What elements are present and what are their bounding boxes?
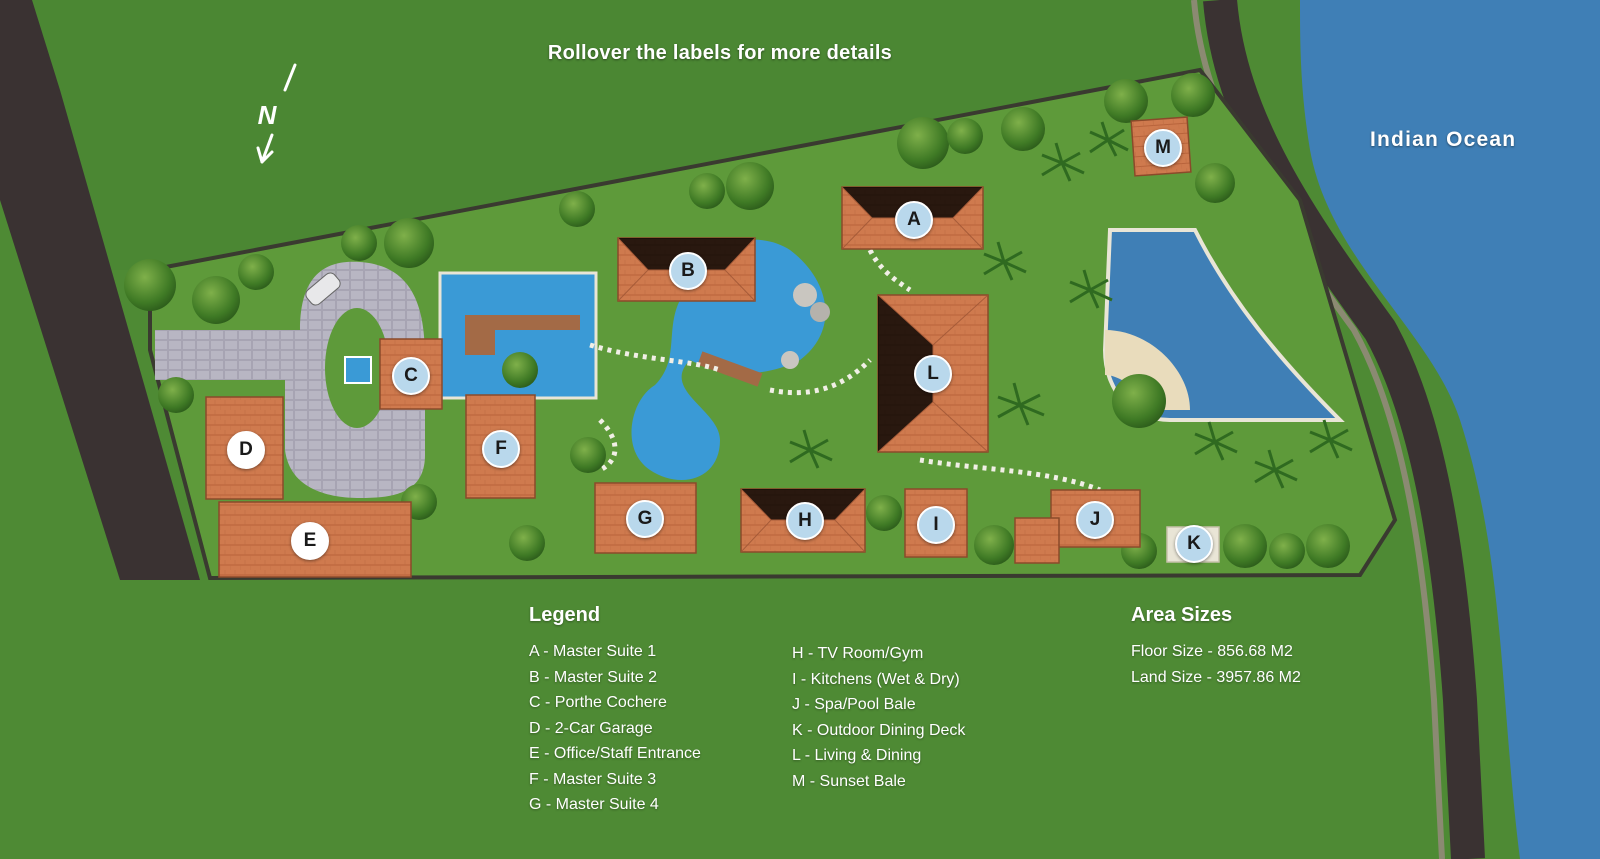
ocean bbox=[1300, 0, 1600, 859]
marker-g[interactable]: G bbox=[626, 500, 664, 538]
area-sizes-title: Area Sizes bbox=[1131, 604, 1233, 626]
building-j-annex bbox=[1014, 517, 1060, 564]
marker-e[interactable]: E bbox=[291, 522, 329, 560]
north-arrow bbox=[256, 63, 297, 164]
palm-trees bbox=[789, 121, 1353, 489]
marker-d[interactable]: D bbox=[227, 431, 265, 469]
marker-j[interactable]: J bbox=[1076, 501, 1114, 539]
legend-item: M - Sunset Bale bbox=[792, 772, 906, 790]
area-sizes-list: Floor Size - 856.68 M2 Land Size - 3957.… bbox=[1131, 639, 1301, 690]
legend-item: G - Master Suite 4 bbox=[529, 796, 659, 813]
left-road bbox=[0, 0, 200, 580]
legend-item: D - 2-Car Garage bbox=[529, 719, 653, 737]
trees bbox=[124, 73, 1350, 569]
legend-item: E - Office/Staff Entrance bbox=[529, 745, 701, 762]
area-sizes: Area Sizes Floor Size - 856.68 M2 Land S… bbox=[1131, 604, 1301, 690]
ocean-label: Indian Ocean bbox=[1370, 128, 1517, 151]
marker-b[interactable]: B bbox=[669, 252, 707, 290]
coastal-road bbox=[1203, 0, 1485, 859]
marker-h[interactable]: H bbox=[786, 502, 824, 540]
legend-item: H - TV Room/Gym bbox=[792, 645, 924, 662]
legend-item: I - Kitchens (Wet & Dry) bbox=[792, 670, 960, 688]
legend-item: L - Living & Dining bbox=[792, 747, 922, 764]
area-item-land: Land Size - 3957.86 M2 bbox=[1131, 668, 1301, 686]
marker-l[interactable]: L bbox=[914, 355, 952, 393]
legend-column-2: H - TV Room/Gym I - Kitchens (Wet & Dry)… bbox=[792, 641, 965, 794]
marker-f[interactable]: F bbox=[482, 430, 520, 468]
marker-c[interactable]: C bbox=[392, 357, 430, 395]
legend: Legend A - Master Suite 1 B - Master Sui… bbox=[529, 604, 701, 818]
rollover-hint: Rollover the labels for more details bbox=[547, 42, 893, 64]
area-item-floor: Floor Size - 856.68 M2 bbox=[1131, 643, 1293, 660]
garden-path bbox=[589, 248, 1101, 493]
legend-item: B - Master Suite 2 bbox=[529, 668, 658, 686]
legend-item: F - Master Suite 3 bbox=[529, 770, 657, 788]
legend-item: J - Spa/Pool Bale bbox=[792, 696, 916, 713]
marker-k[interactable]: K bbox=[1175, 525, 1213, 563]
marker-i[interactable]: I bbox=[917, 506, 955, 544]
marker-a[interactable]: A bbox=[895, 201, 933, 239]
legend-item: K - Outdoor Dining Deck bbox=[792, 721, 966, 739]
legend-item: A - Master Suite 1 bbox=[529, 643, 657, 660]
north-label: N bbox=[258, 100, 278, 130]
legend-list-col2: H - TV Room/Gym I - Kitchens (Wet & Dry)… bbox=[792, 641, 965, 794]
legend-item: C - Porthe Cochere bbox=[529, 694, 667, 711]
freeform-pool bbox=[631, 239, 826, 480]
legend-list-col1: A - Master Suite 1 B - Master Suite 2 C … bbox=[529, 639, 701, 818]
car bbox=[305, 272, 341, 306]
legend-title: Legend bbox=[529, 604, 601, 626]
marker-m[interactable]: M bbox=[1144, 129, 1182, 167]
